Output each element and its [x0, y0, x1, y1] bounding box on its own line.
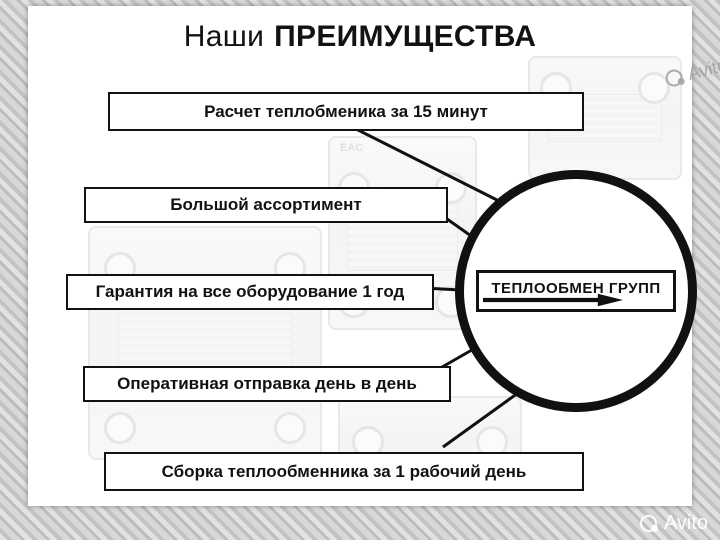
- advantage-box-2: Большой ассортимент: [84, 187, 448, 223]
- avito-logo-icon: [639, 515, 658, 532]
- page-title: Наши ПРЕИМУЩЕСТВА: [28, 20, 692, 54]
- company-logo-text: ТЕПЛООБМЕН ГРУПП: [491, 280, 661, 297]
- company-logo: ТЕПЛООБМЕН ГРУПП: [476, 270, 676, 312]
- title-bold-part: ПРЕИМУЩЕСТВА: [274, 20, 537, 53]
- avito-watermark-text: Avito: [663, 512, 708, 534]
- advantage-label: Большой ассортимент: [170, 195, 362, 214]
- advantage-label: Сборка теплообменника за 1 рабочий день: [161, 461, 527, 481]
- eac-mark: EAC: [340, 142, 364, 154]
- advantage-box-1: Расчет теплобменика за 15 минут: [108, 92, 584, 131]
- advantage-box-5: Сборка теплообменника за 1 рабочий день: [104, 452, 584, 491]
- port-icon: [104, 412, 136, 444]
- logo-arrow-icon: [483, 293, 624, 307]
- advantage-label: Расчет теплобменика за 15 минут: [204, 101, 488, 121]
- advantage-box-4: Оперативная отправка день в день: [83, 366, 451, 402]
- product-photo-ghost: EAC: [328, 136, 477, 330]
- advantage-label: Оперативная отправка день в день: [117, 374, 417, 393]
- advantage-box-3: Гарантия на все оборудование 1 год: [66, 274, 434, 310]
- title-regular-part: Наши: [183, 20, 265, 53]
- advantage-label: Гарантия на все оборудование 1 год: [95, 282, 405, 301]
- avito-watermark-bottom: Avito: [639, 512, 708, 535]
- port-icon: [274, 412, 306, 444]
- company-logo-circle: ТЕПЛООБМЕН ГРУПП: [455, 170, 697, 412]
- avito-logo-icon: [664, 67, 685, 89]
